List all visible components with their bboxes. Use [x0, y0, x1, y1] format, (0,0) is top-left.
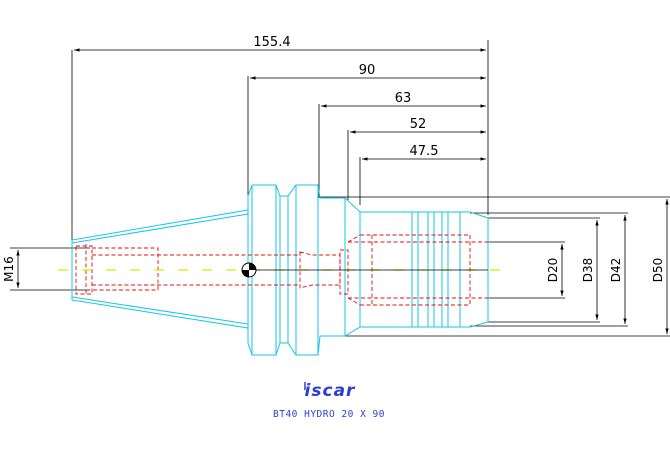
dim-thread-m16: M16 — [2, 256, 16, 282]
diameter-dimensions: D20 D38 D42 D50 M16 — [2, 196, 670, 337]
iscar-logo: iscar — [304, 381, 356, 401]
dim-d50: D50 — [651, 258, 665, 283]
dim-length-52: 52 — [410, 117, 427, 132]
length-dimensions: 155.4 90 63 52 47.5 — [71, 35, 489, 240]
dim-length-47-5: 47.5 — [410, 144, 439, 159]
dim-gauge-length: 90 — [359, 63, 376, 78]
dim-length-63: 63 — [395, 91, 412, 106]
dim-d20: D20 — [546, 258, 560, 283]
center-axis — [58, 262, 505, 278]
dim-d38: D38 — [581, 258, 595, 283]
dim-d42: D42 — [609, 258, 623, 283]
drawing-caption: BT40 HYDRO 20 X 90 — [273, 409, 385, 420]
dim-overall-length: 155.4 — [253, 35, 290, 50]
logo-text: iscar — [305, 381, 356, 401]
